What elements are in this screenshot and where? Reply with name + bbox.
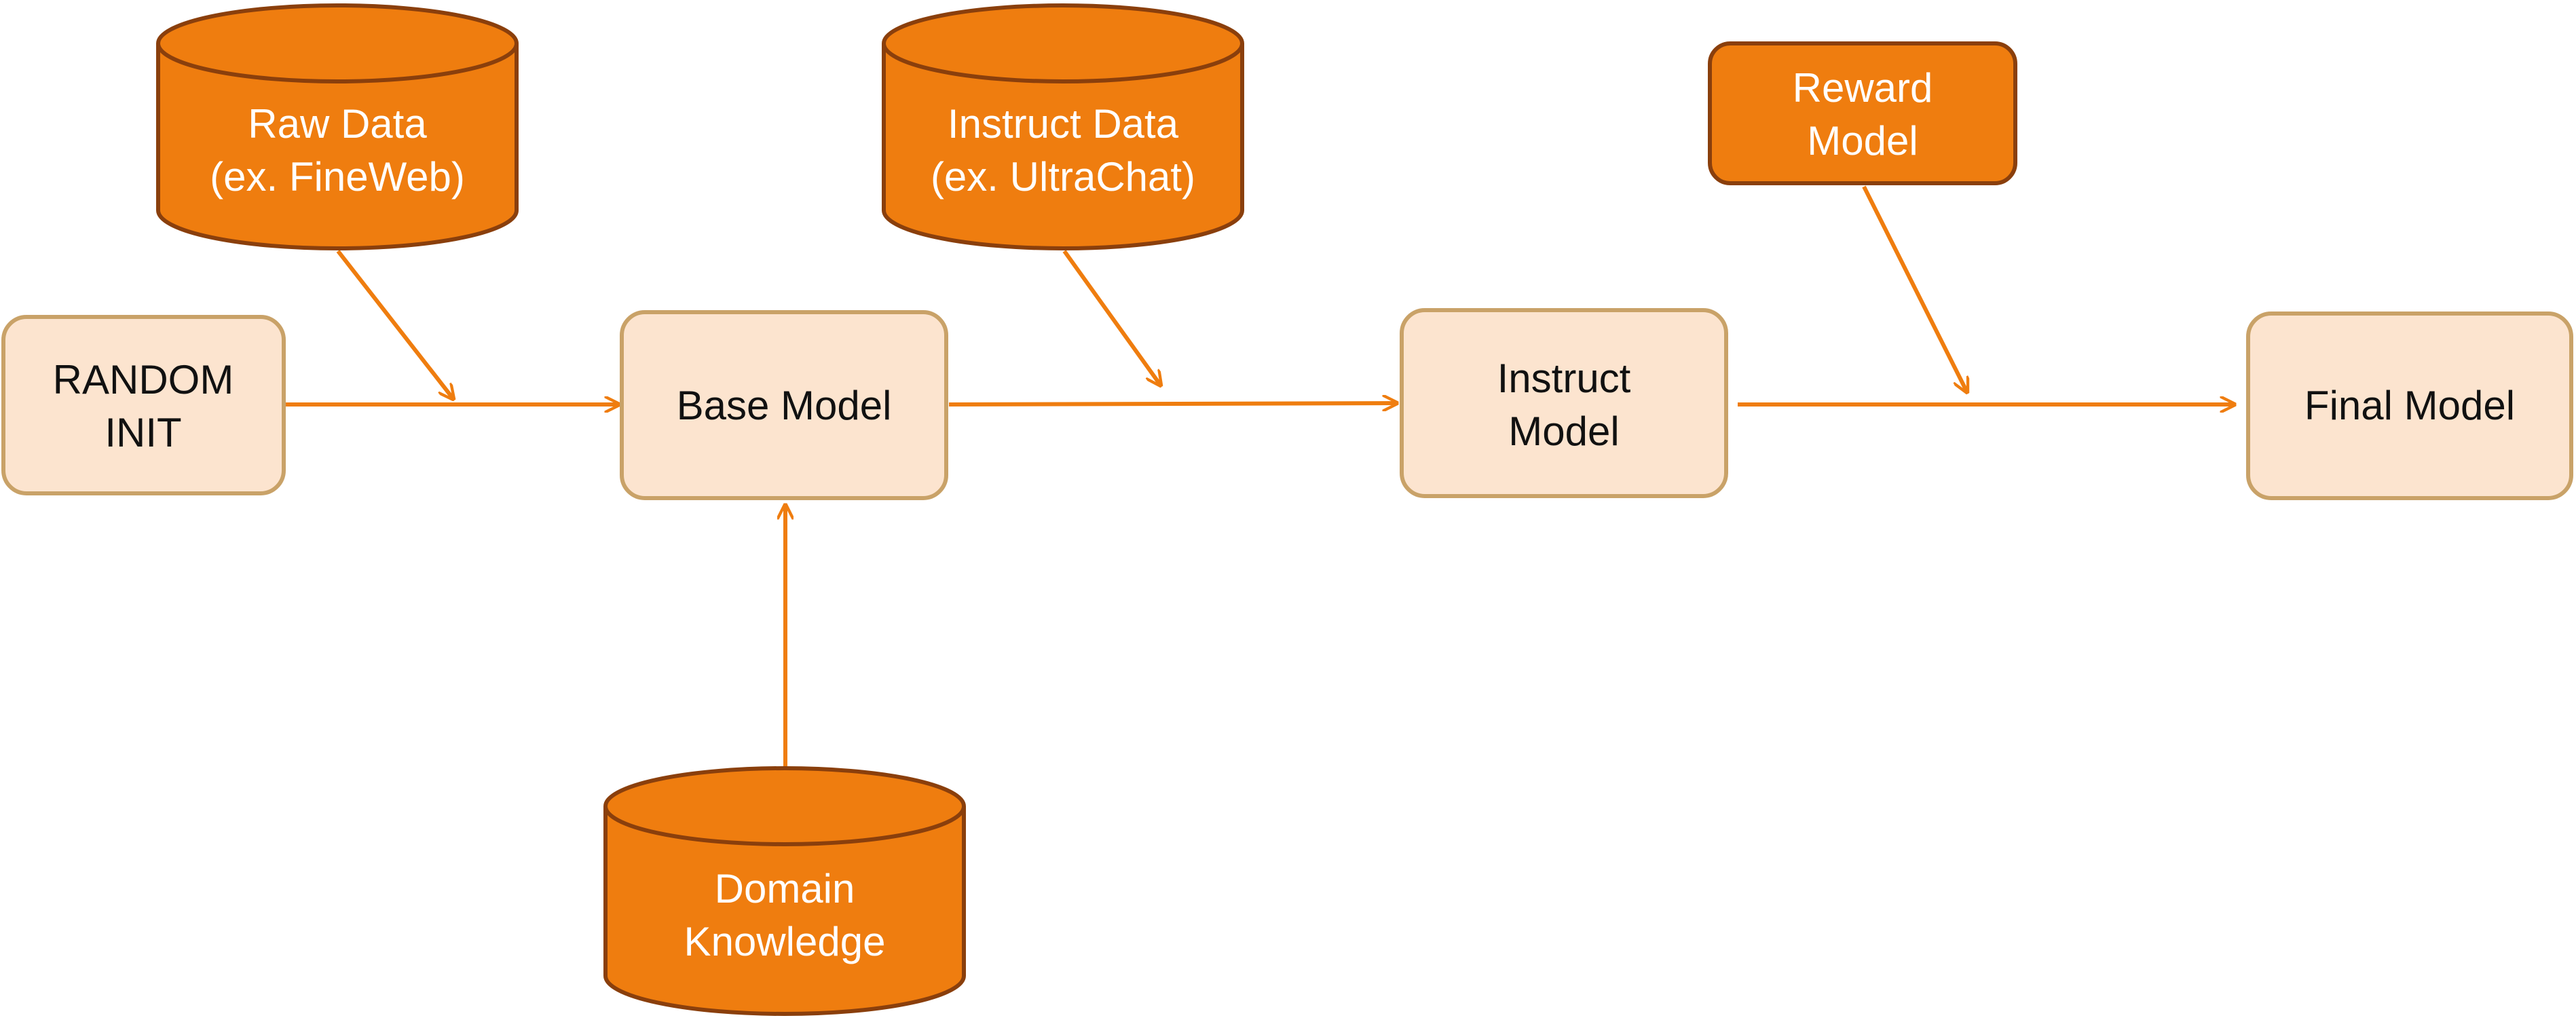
- random-init-label-line1: RANDOM: [53, 357, 234, 402]
- final-model-box: [2246, 311, 2573, 500]
- domain-knowledge-node: Domain Knowledge: [603, 766, 966, 1016]
- instruct-data-cylinder-top: [882, 3, 1244, 83]
- instruct-model-label-line1: Instruct: [1497, 356, 1631, 401]
- instruct-model-node: Instruct Model: [1400, 308, 1728, 498]
- arrow-reward-model-to-main-line: [1862, 185, 1967, 392]
- final-model-node: Final Model: [2246, 311, 2573, 500]
- raw-data-label-line1: Raw Data: [248, 101, 427, 147]
- random-init-box: [1, 315, 286, 495]
- raw-data-cylinder: [156, 43, 519, 250]
- instruct-data-cylinder: [882, 43, 1244, 250]
- raw-data-label-line2: (ex. FineWeb): [210, 154, 465, 200]
- domain-knowledge-label-line1: Domain: [715, 866, 855, 911]
- arrow-raw-data-to-main-line: [336, 250, 453, 399]
- raw-data-node: Raw Data (ex. FineWeb): [156, 3, 519, 250]
- domain-knowledge-cylinder: [603, 806, 966, 1016]
- base-model-label: Base Model: [677, 383, 892, 428]
- random-init-label-line2: INIT: [105, 410, 181, 455]
- instruct-data-label-line2: (ex. UltraChat): [931, 154, 1195, 200]
- instruct-data-label-line1: Instruct Data: [948, 101, 1179, 147]
- instruct-model-label-line2: Model: [1508, 409, 1619, 454]
- base-model-box: [620, 310, 948, 500]
- instruct-model-box: [1400, 308, 1728, 498]
- base-model-node: Base Model: [620, 310, 948, 500]
- reward-model-label-line2: Model: [1807, 118, 1918, 164]
- random-init-node: RANDOM INIT: [1, 315, 286, 495]
- arrows: [285, 185, 2235, 767]
- domain-knowledge-label-line2: Knowledge: [684, 919, 886, 964]
- reward-model-node: Reward Model: [1708, 41, 2017, 185]
- raw-data-cylinder-top: [156, 3, 519, 83]
- instruct-data-node: Instruct Data (ex. UltraChat): [882, 3, 1244, 250]
- arrow-base-model-to-instruct-model: [948, 403, 1397, 404]
- final-model-label: Final Model: [2304, 383, 2515, 428]
- arrow-instruct-data-to-main-line: [1062, 250, 1161, 385]
- reward-model-label-line1: Reward: [1793, 65, 1933, 111]
- reward-model-box: [1708, 41, 2017, 185]
- domain-knowledge-cylinder-top: [603, 766, 966, 846]
